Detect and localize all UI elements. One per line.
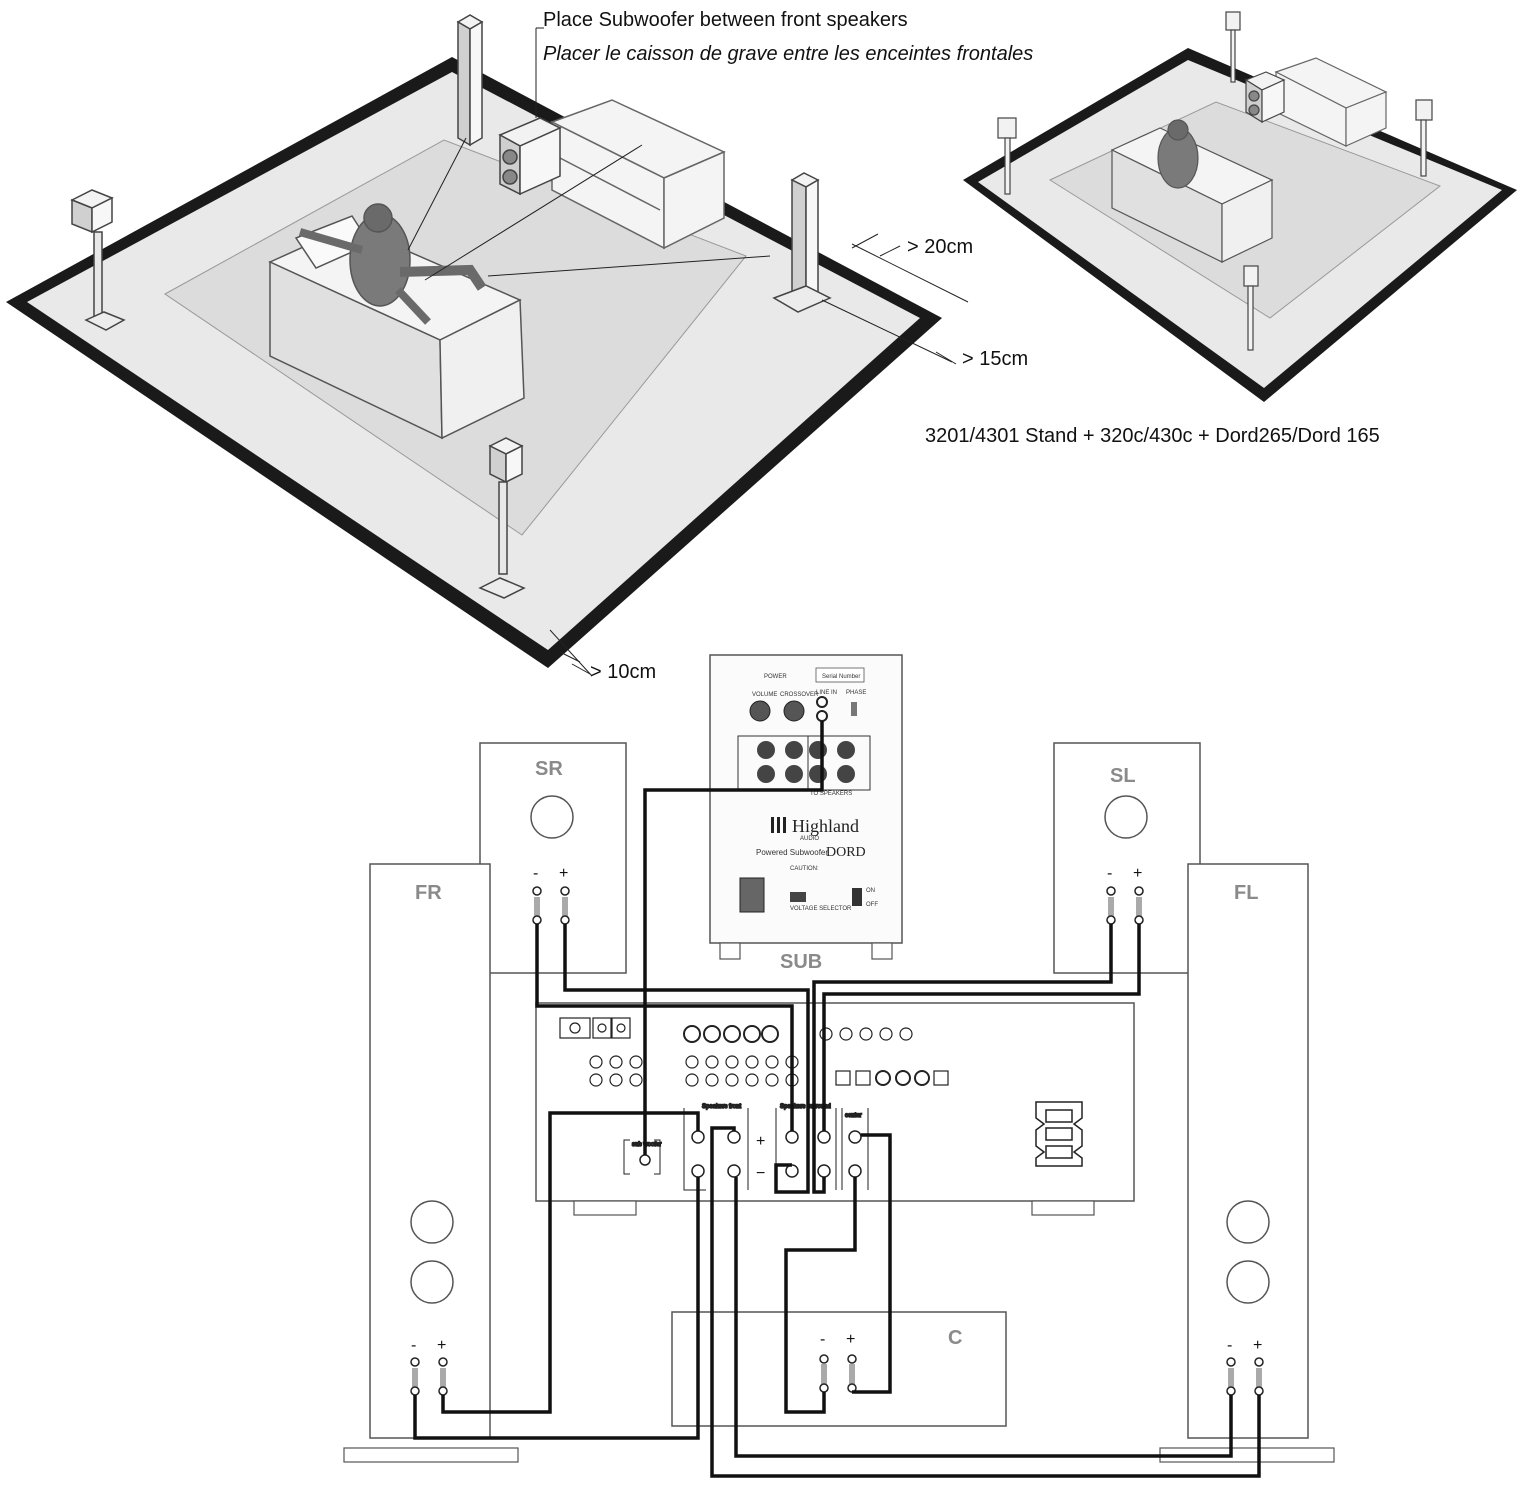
satellite-left-stand [70, 189, 126, 331]
tower-speaker-front-right [772, 172, 832, 313]
speaker-label-fr: FR [415, 882, 442, 904]
speaker-label-sl: SL [1110, 765, 1136, 787]
fr-minus: - [411, 1337, 416, 1354]
speaker-label-c: C [948, 1327, 962, 1349]
speaker-sl: SL [1053, 742, 1201, 974]
sub-model-prefix: Powered Subwoofer [756, 848, 828, 857]
wire-c-plus [852, 1133, 892, 1394]
iec-power-inlet [739, 877, 765, 913]
speaker-label-fl: FL [1234, 882, 1258, 904]
wire-fr-minus [413, 1177, 700, 1440]
sofa-with-person [268, 203, 525, 440]
sub-label-power: POWER [764, 674, 787, 680]
speaker-fl: FL [1159, 863, 1335, 1463]
subwoofer-3d [498, 117, 562, 196]
voltage-switch[interactable] [790, 892, 806, 902]
speaker-sr: SR [479, 742, 627, 974]
wiring-diagram: SR SL [343, 654, 1335, 1478]
tower-speaker-rear [456, 14, 484, 147]
alt-satellites [997, 11, 1433, 351]
wire-sub-line [643, 721, 824, 1155]
room-perspective-large: Place Subwoofer between front speakers P… [6, 9, 1033, 683]
sub-voltage: VOLTAGE SELECTOR [790, 906, 852, 912]
terminals-center: center [841, 1108, 869, 1190]
placement-note-fr: Placer le caisson de grave entre les enc… [543, 43, 1033, 65]
receiver-minus-sign: − [756, 1165, 765, 1182]
fr-plus: + [437, 1337, 446, 1354]
dimension-lines [549, 233, 969, 677]
sub-on: ON [866, 888, 875, 894]
sub-brand: Highland [792, 816, 859, 836]
line-in-r-jack[interactable] [816, 710, 828, 722]
room-perspective-alt: 3201/4301 Stand + 320c/430c + Dord265/Do… [925, 11, 1517, 447]
alt-sofa [1110, 119, 1274, 263]
av-receiver: Speakers front Speakers surround center … [535, 1002, 1135, 1216]
sl-minus: - [1107, 865, 1112, 882]
speaker-fr: FR [343, 863, 519, 1463]
tv-console [550, 99, 726, 250]
sub-label-phase: PHASE [846, 690, 866, 696]
speaker-label-sub: SUB [780, 951, 822, 973]
sub-model: DORD [826, 845, 866, 860]
speaker-wires [413, 721, 1261, 1478]
sub-brand-sub: AUDIO [800, 836, 819, 842]
wire-sr-minus [535, 924, 794, 1131]
placement-note-en: Place Subwoofer between front speakers [543, 9, 908, 31]
terminals-front: Speakers front [683, 1103, 749, 1191]
power-switch[interactable] [852, 888, 862, 906]
label-center: center [845, 1113, 862, 1119]
satellite-front-stand [478, 437, 526, 599]
wire-fl-plus [710, 1126, 1261, 1478]
wire-fr-plus [441, 1111, 700, 1414]
sub-label-line-in: LINE IN [816, 690, 837, 696]
wire-sl-minus [812, 924, 1113, 1194]
sub-label-volume: VOLUME [752, 692, 777, 698]
sub-label-to-speakers: TO SPEAKERS [810, 791, 852, 797]
sub-serial: Serial Number [822, 674, 860, 680]
line-in-l-jack[interactable] [816, 696, 828, 708]
sub-label-crossover: CROSSOVER [780, 692, 819, 698]
sub-off: OFF [866, 902, 878, 908]
alt-setup-caption: 3201/4301 Stand + 320c/430c + Dord265/Do… [925, 425, 1380, 447]
wire-c-minus [784, 1177, 857, 1414]
sight-lines [407, 27, 771, 281]
distance-label-10cm: > 10cm [590, 661, 656, 683]
ac-power-outlet [1035, 1101, 1083, 1167]
sr-plus: + [559, 865, 568, 882]
phase-switch[interactable] [851, 702, 857, 716]
polarity-labels: - + - + - + - + - + [411, 865, 1262, 1354]
crossover-knob[interactable] [783, 700, 805, 722]
wire-sr-plus [563, 924, 810, 1194]
label-speakers-front: Speakers front [702, 1104, 741, 1110]
fl-minus: - [1227, 1337, 1232, 1354]
c-plus: + [846, 1331, 855, 1348]
highland-logo: Highland AUDIO [771, 816, 859, 842]
terminal-posts [410, 886, 1264, 1396]
volume-knob[interactable] [749, 700, 771, 722]
c-minus: - [820, 1331, 825, 1348]
alt-subwoofer [1244, 71, 1286, 124]
fl-plus: + [1253, 1337, 1262, 1354]
alt-console [1274, 57, 1388, 147]
speaker-label-sr: SR [535, 758, 563, 780]
label-speakers-surround: Speakers surround [780, 1104, 831, 1110]
speaker-c: C [671, 1311, 1007, 1427]
distance-label-20cm: > 20cm [907, 236, 973, 258]
receiver-plus-sign: + [756, 1133, 765, 1150]
wire-fl-minus [734, 1177, 1233, 1458]
sl-plus: + [1133, 865, 1142, 882]
sr-minus: - [533, 865, 538, 882]
sub-caution: CAUTION: [790, 866, 819, 872]
wire-sl-plus [822, 924, 1141, 1131]
subwoofer-rear-panel: POWER Serial Number VOLUME CROSSOVER LIN… [709, 654, 903, 973]
distance-label-15cm: > 15cm [962, 348, 1028, 370]
